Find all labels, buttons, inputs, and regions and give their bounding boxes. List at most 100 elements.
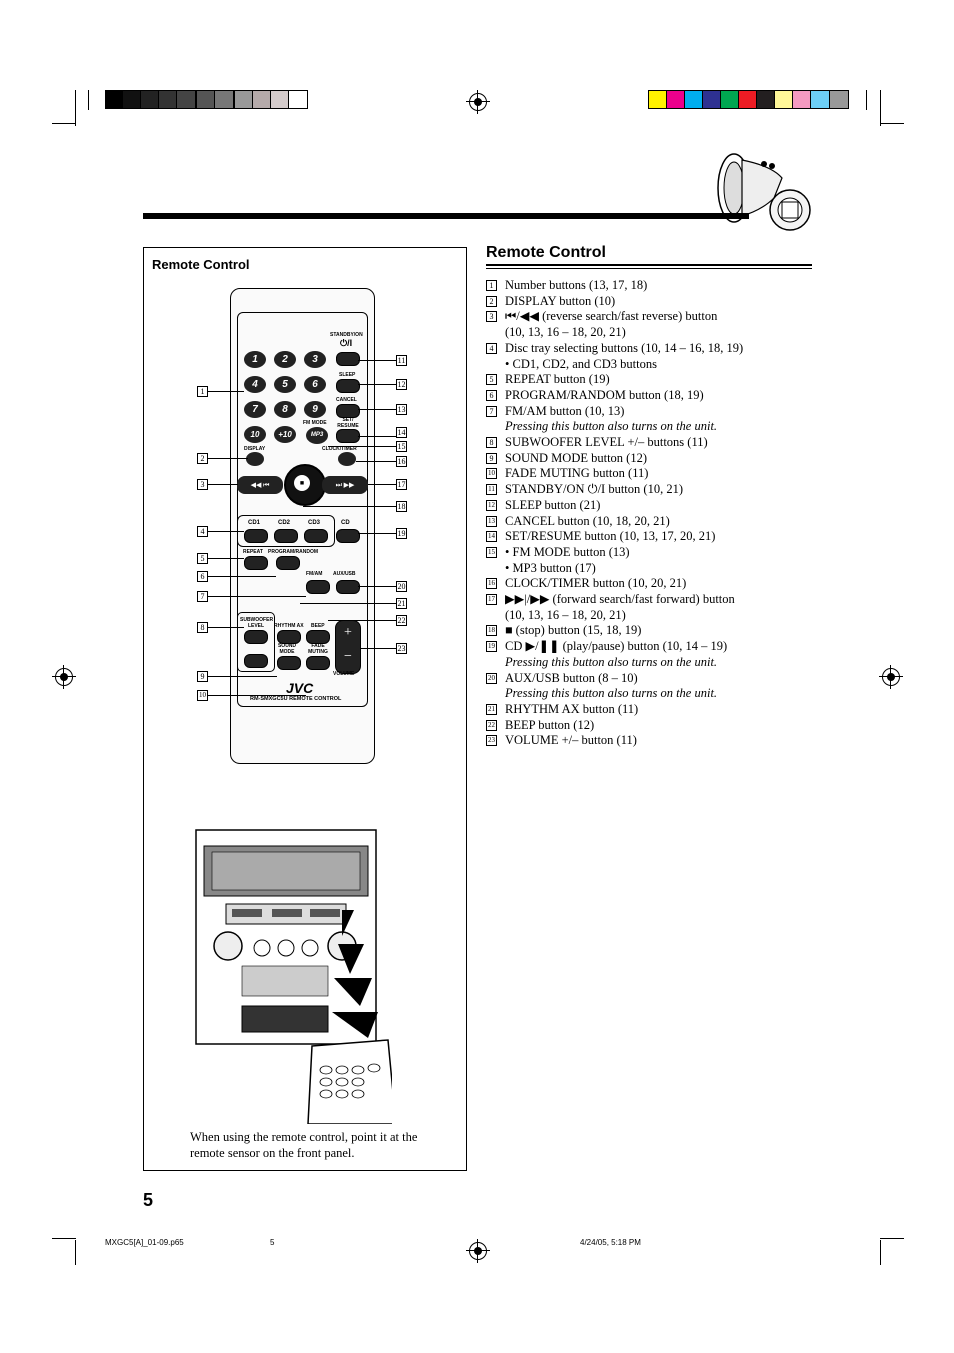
item-number: 15 <box>486 546 497 558</box>
list-item: 16 CLOCK/TIMER button (10, 20, 21) <box>486 576 816 592</box>
callout-number: 9 <box>197 671 208 682</box>
crop-mark <box>75 90 76 126</box>
item-number: 16 <box>486 578 497 590</box>
item-number: 9 <box>486 452 497 464</box>
callout-number: 8 <box>197 622 208 633</box>
callout-leader <box>208 558 244 559</box>
callout-leader <box>208 531 244 532</box>
item-text: DISPLAY button (10) <box>505 293 616 308</box>
remote-control-face <box>237 312 368 707</box>
number-button: 4 <box>244 376 266 393</box>
item-text: ▶▶|/▶▶ (forward search/fast forward) but… <box>505 592 735 607</box>
item-text: (10, 13, 16 – 18, 20, 21) <box>505 325 626 340</box>
subwoofer-level-group <box>237 612 275 672</box>
repeat-button <box>244 556 268 570</box>
number-button: 6 <box>304 376 326 393</box>
item-number: 20 <box>486 672 497 684</box>
remote-control-figure-panel <box>143 247 467 1171</box>
registration-mark-icon <box>52 665 76 689</box>
gray-swatch <box>288 90 308 109</box>
callout-leader <box>328 446 396 447</box>
item-number: 6 <box>486 389 497 401</box>
gray-swatch <box>196 90 216 109</box>
item-text: REPEAT button (19) <box>505 372 610 387</box>
crop-mark <box>866 90 867 110</box>
cd1-button <box>244 529 268 543</box>
fm-am-button <box>306 580 330 594</box>
callout-leader <box>300 603 396 604</box>
crop-mark <box>88 90 89 110</box>
list-item: 3⏮/◀◀ (reverse search/fast reverse) butt… <box>486 309 816 340</box>
crop-mark <box>75 1240 76 1265</box>
sleep-label: SLEEP <box>339 372 356 378</box>
item-number: 23 <box>486 735 497 747</box>
list-item: 23 VOLUME +/– button (11) <box>486 733 816 749</box>
item-text: AUX/USB button (8 – 10) <box>505 670 638 685</box>
callout-number: 23 <box>396 643 407 654</box>
heading-rule <box>486 264 812 266</box>
color-swatch <box>792 90 812 109</box>
item-text: FM/AM button (10, 13) <box>505 403 625 418</box>
item-text: FADE MUTING button (11) <box>505 466 649 481</box>
list-item: 2 DISPLAY button (10) <box>486 294 816 310</box>
item-text: VOLUME +/– button (11) <box>505 733 637 748</box>
item-number: 2 <box>486 295 497 307</box>
item-number: 11 <box>486 484 497 496</box>
callout-leader <box>208 484 238 485</box>
callout-number: 18 <box>396 501 407 512</box>
item-number: 14 <box>486 531 497 543</box>
callout-number: 7 <box>197 591 208 602</box>
callout-number: 21 <box>396 598 407 609</box>
crop-mark <box>880 1238 904 1239</box>
page-number: 5 <box>143 1190 154 1210</box>
gray-swatch <box>252 90 272 109</box>
number-button: 9 <box>304 401 326 418</box>
clock-timer-button <box>338 452 356 466</box>
item-text: CLOCK/TIMER button (10, 20, 21) <box>505 576 687 591</box>
sound-mode-button <box>277 656 301 670</box>
item-text: ■ (stop) button (15, 18, 19) <box>505 623 642 638</box>
crop-mark <box>52 1238 76 1239</box>
gray-swatch <box>122 90 142 109</box>
set-resume-label: SET/ RESUME <box>337 417 359 429</box>
volume-rocker: +− <box>335 620 361 674</box>
item-number: 8 <box>486 437 497 449</box>
item-number: 17 <box>486 594 497 606</box>
item-number: 13 <box>486 515 497 527</box>
rhythm-ax-button <box>277 630 301 644</box>
number-button: 10 <box>244 426 266 443</box>
color-swatch <box>720 90 740 109</box>
callout-number: 4 <box>197 526 208 537</box>
color-swatch <box>702 90 722 109</box>
gray-swatch <box>270 90 290 109</box>
clock-timer-label: CLOCK/TIMER <box>322 446 357 452</box>
item-text: (10, 13, 16 – 18, 20, 21) <box>505 607 626 622</box>
cd3-label: CD3 <box>308 520 321 526</box>
item-text: RHYTHM AX button (11) <box>505 701 639 716</box>
subwoofer-minus-button <box>244 654 268 668</box>
fade-muting-button <box>306 656 330 670</box>
gray-swatch <box>234 90 254 109</box>
callout-number: 15 <box>396 441 407 452</box>
callout-number: 5 <box>197 553 208 564</box>
jvc-logo: JVC <box>286 680 314 696</box>
beep-label: BEEP <box>311 623 325 629</box>
cancel-label: CANCEL <box>336 397 357 403</box>
program-random-button <box>276 556 300 570</box>
registration-mark-icon <box>879 665 903 689</box>
number-button: +10 <box>274 426 296 443</box>
item-number: 12 <box>486 499 497 511</box>
callout-leader <box>208 596 306 597</box>
number-button: 7 <box>244 401 266 418</box>
crop-mark <box>880 1240 881 1265</box>
registration-mark-icon <box>466 90 490 114</box>
callout-leader <box>358 409 396 410</box>
callout-number: 16 <box>396 456 407 467</box>
item-text: Number buttons (13, 17, 18) <box>505 278 648 292</box>
cd1-label: CD1 <box>248 520 261 526</box>
item-text: SOUND MODE button (12) <box>505 450 648 465</box>
